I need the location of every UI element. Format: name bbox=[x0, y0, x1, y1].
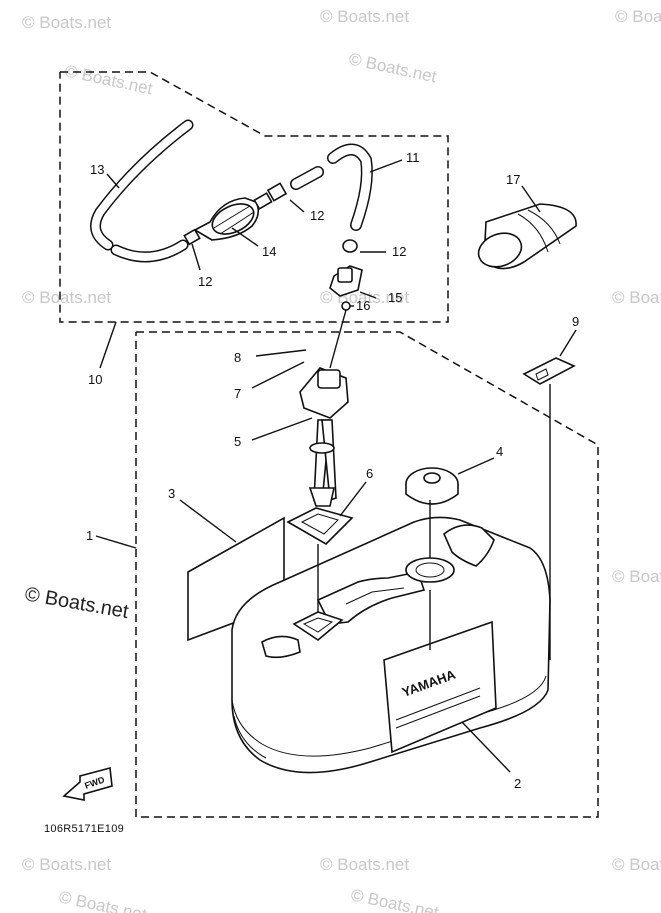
watermark-text: © Boats.net bbox=[22, 13, 111, 32]
callout-number: 17 bbox=[506, 172, 520, 187]
watermark-text: © Boats.net bbox=[612, 288, 661, 307]
watermark-text: © Boats.net bbox=[612, 855, 661, 874]
callout-number: 12 bbox=[392, 244, 406, 259]
tank-group-box bbox=[135, 331, 599, 818]
watermark-text: © Boats.net bbox=[320, 855, 409, 874]
callout-number: 16 bbox=[356, 298, 370, 313]
callout-number: 7 bbox=[234, 386, 241, 401]
fwd-arrow: FWD bbox=[62, 766, 113, 801]
watermark-text: © Boats.net bbox=[22, 855, 111, 874]
connector-part-15 bbox=[329, 265, 363, 311]
gasket-part-6 bbox=[286, 507, 354, 546]
hose-part-13 bbox=[90, 119, 194, 263]
watermark-text: © Boats.net bbox=[22, 288, 111, 307]
callout-number: 9 bbox=[572, 314, 579, 329]
label-part-9 bbox=[522, 357, 576, 385]
watermark-text: © Boats.net bbox=[63, 61, 154, 98]
callout-number: 15 bbox=[388, 290, 402, 305]
fuel-line-group-box bbox=[59, 71, 449, 323]
callout-number: 4 bbox=[496, 444, 503, 459]
watermarks: © Boats.net © Boats.net © Boats.net © Bo… bbox=[22, 7, 661, 913]
watermark-text: © Boats.net bbox=[57, 887, 148, 913]
fuel-meter-part-5 bbox=[299, 367, 349, 507]
callout-number: 13 bbox=[90, 162, 104, 177]
sleeve-part-17 bbox=[477, 203, 577, 270]
callout-number: 1 bbox=[86, 528, 93, 543]
callouts: 1 2 3 4 5 6 7 8 9 10 11 12 12 12 13 14 1… bbox=[86, 150, 579, 791]
primer-bulb-part-14 bbox=[183, 182, 288, 246]
callout-number: 14 bbox=[262, 244, 276, 259]
callout-number: 5 bbox=[234, 434, 241, 449]
leader-lines bbox=[95, 159, 577, 773]
hose-part-11 bbox=[290, 143, 373, 253]
group-boxes bbox=[59, 71, 599, 818]
watermark-text: © Boats.net bbox=[320, 7, 409, 26]
callout-number: 10 bbox=[88, 372, 102, 387]
callout-number: 8 bbox=[234, 350, 241, 365]
watermark-text: © Boats.net bbox=[347, 49, 438, 86]
featured-watermark: © Boats.net bbox=[23, 583, 130, 623]
watermark-text: © Boats.net bbox=[612, 567, 661, 586]
tank-cap-part-4 bbox=[405, 467, 459, 505]
callout-number: 12 bbox=[198, 274, 212, 289]
drawing-code: 106R5171E109 bbox=[44, 823, 124, 835]
callout-number: 3 bbox=[168, 486, 175, 501]
callout-number: 2 bbox=[514, 776, 521, 791]
callout-number: 12 bbox=[310, 208, 324, 223]
watermark-text: © Boats.net bbox=[349, 885, 440, 913]
watermark-text: © Boats.net bbox=[615, 7, 661, 26]
tank-body-part-2: YAMAHA bbox=[231, 516, 551, 774]
callout-number: 6 bbox=[366, 466, 373, 481]
callout-number: 11 bbox=[406, 150, 420, 165]
